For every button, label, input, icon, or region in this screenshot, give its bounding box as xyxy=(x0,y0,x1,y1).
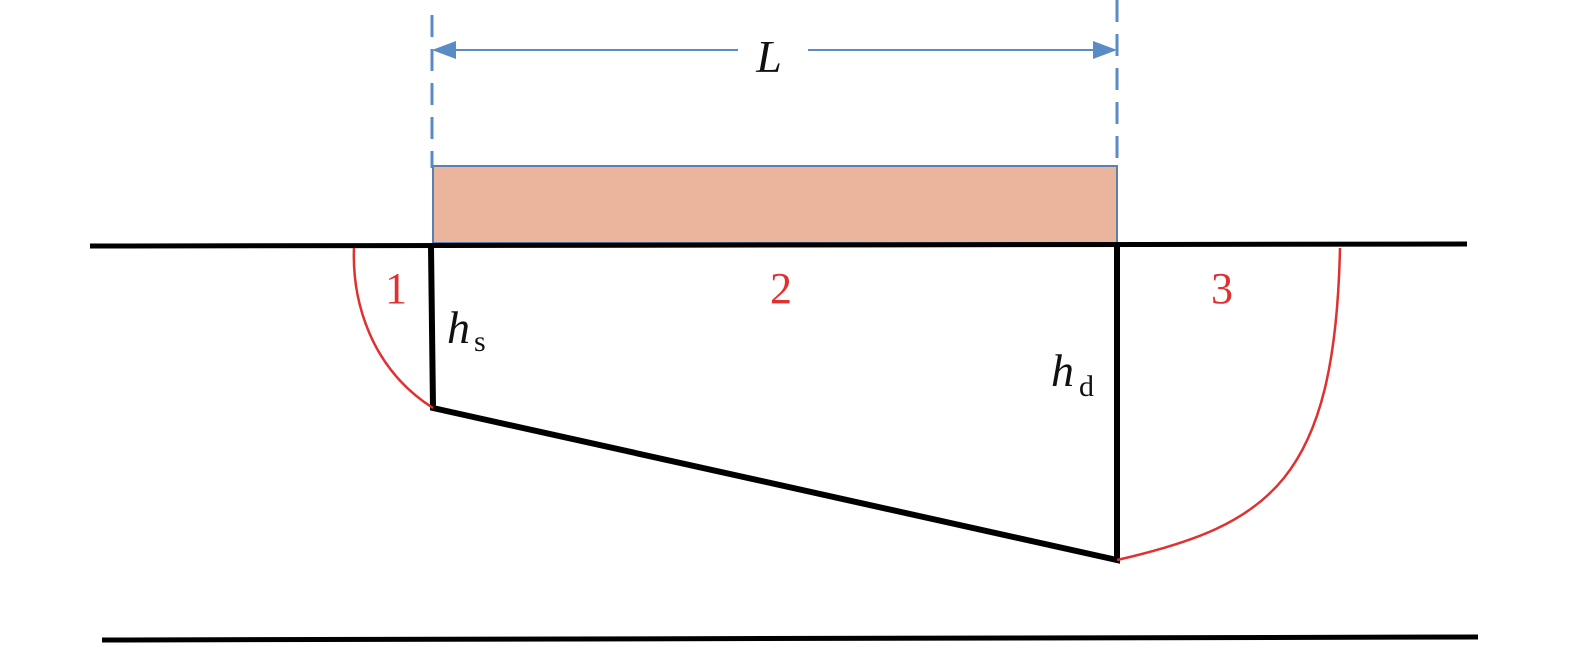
region-label-2: 2 xyxy=(770,264,792,313)
dimension-label: L xyxy=(755,31,782,82)
ground-surface-line xyxy=(89,241,1468,249)
bottom-boundary-line xyxy=(101,634,1479,643)
surface-block xyxy=(432,165,1118,244)
height-label-upstream: h s xyxy=(447,302,486,358)
region-label-1: 1 xyxy=(385,264,407,313)
dimension-arrow-L xyxy=(432,41,1117,59)
right-zone-curve xyxy=(1116,247,1342,562)
region-label-3: 3 xyxy=(1211,264,1233,313)
left-zone-curve xyxy=(352,247,434,410)
height-subscript-downstream: d xyxy=(1079,370,1094,403)
height-subscript-upstream: s xyxy=(474,325,486,358)
central-zone-outline xyxy=(428,246,1120,564)
height-symbol-upstream: h xyxy=(447,302,470,353)
height-label-downstream: h d xyxy=(1051,345,1094,403)
arrowhead-right-icon xyxy=(1093,41,1117,59)
height-symbol-downstream: h xyxy=(1051,345,1074,396)
arrowhead-left-icon xyxy=(432,41,456,59)
